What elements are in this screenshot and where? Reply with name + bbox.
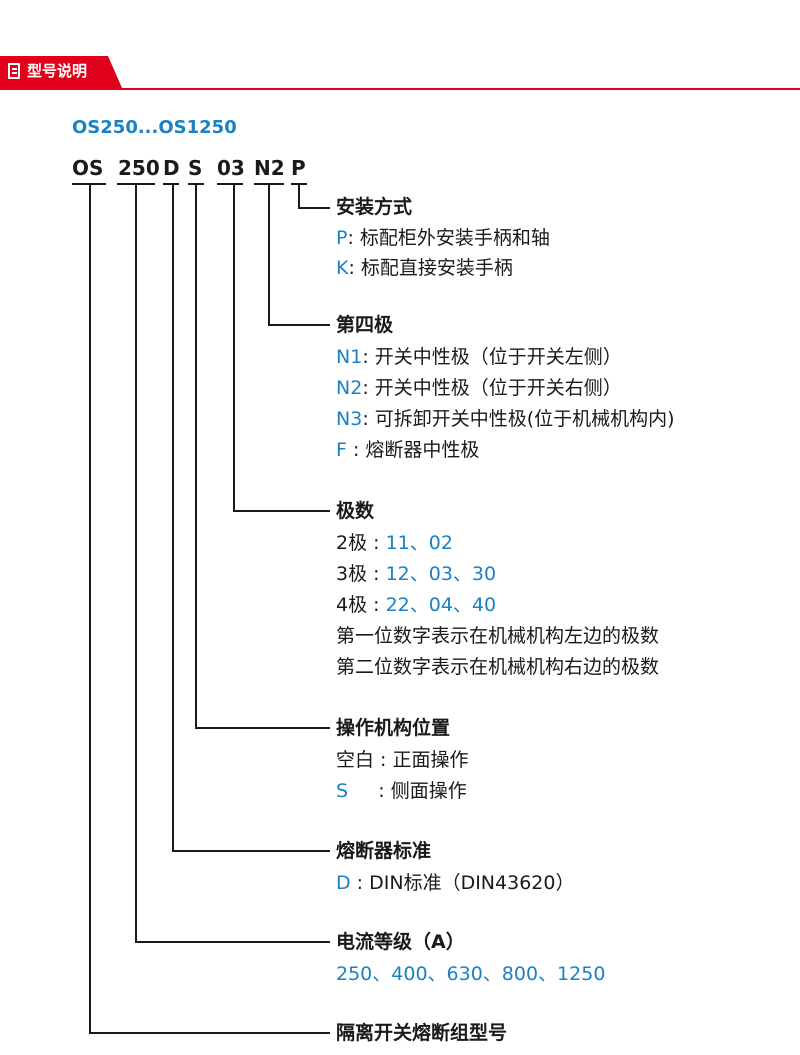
mounting-item: K: 标配直接安装手柄 xyxy=(336,255,513,281)
item-code: D xyxy=(336,872,351,894)
series-title: OS250...OS1250 xyxy=(72,117,237,138)
code-part-fourth-pole: N2 xyxy=(254,156,285,180)
connector-group xyxy=(89,185,91,1034)
current-values: 250、400、630、800、1250 xyxy=(336,963,606,985)
section-header-tab: 型号说明 xyxy=(0,56,122,88)
code-underline xyxy=(117,183,155,185)
connector-current xyxy=(135,941,330,943)
poles-item: 3极 : 12、03、30 xyxy=(336,561,496,587)
item-code: P xyxy=(336,227,348,249)
item-code: 空白 xyxy=(336,749,375,771)
connector-fourth-pole xyxy=(268,324,330,326)
item-text: : 标配柜外安装手柄和轴 xyxy=(347,227,550,249)
code-underline xyxy=(72,183,106,185)
code-underline xyxy=(188,183,204,185)
item-code: N3 xyxy=(336,408,363,430)
fourth-pole-item: N2: 开关中性极（位于开关右侧） xyxy=(336,375,622,401)
item-text: : 熔断器中性极 xyxy=(346,439,480,461)
code-underline xyxy=(254,183,284,185)
fourth-pole-item: N3: 可拆卸开关中性极(位于机械机构内) xyxy=(336,406,675,432)
code-part-poles: 03 xyxy=(217,156,245,180)
item-label: 4极 : xyxy=(336,594,386,616)
fourth-pole-title: 第四极 xyxy=(336,314,394,336)
item-text: : 开关中性极（位于开关左侧） xyxy=(362,346,622,368)
item-values: 11、02 xyxy=(385,532,453,554)
operating-item: S : 侧面操作 xyxy=(336,778,467,804)
connector-poles xyxy=(233,510,330,512)
connector-mounting xyxy=(298,185,300,209)
item-code: S xyxy=(336,780,349,802)
code-underline xyxy=(291,183,307,185)
item-text: : 正面操作 xyxy=(374,749,469,771)
section-header-bar: 型号说明 xyxy=(0,56,800,90)
item-code: N2 xyxy=(336,377,363,399)
poles-note: 第一位数字表示在机械机构左边的极数 xyxy=(336,625,660,647)
item-text: : 开关中性极（位于开关右侧） xyxy=(362,377,622,399)
connector-operating xyxy=(195,727,330,729)
item-text: : DIN标准（DIN43620） xyxy=(350,872,575,894)
operating-item: 空白 : 正面操作 xyxy=(336,747,469,773)
code-part-operating: S xyxy=(188,156,203,180)
item-label: 2极 : xyxy=(336,532,386,554)
fourth-pole-item: F : 熔断器中性极 xyxy=(336,437,479,463)
document-icon xyxy=(8,63,20,79)
item-values: 12、03、30 xyxy=(385,563,497,585)
connector-fuse-standard xyxy=(172,850,330,852)
operating-title: 操作机构位置 xyxy=(336,717,451,739)
item-values: 22、04、40 xyxy=(385,594,497,616)
fuse-standard-title: 熔断器标准 xyxy=(336,840,432,862)
connector-current xyxy=(135,185,137,943)
poles-item: 2极 : 11、02 xyxy=(336,530,453,556)
section-header-title: 型号说明 xyxy=(27,62,88,80)
connector-poles xyxy=(233,185,235,512)
connector-group xyxy=(89,1032,330,1034)
item-text: : 可拆卸开关中性极(位于机械机构内) xyxy=(362,408,675,430)
item-code: K xyxy=(336,257,349,279)
code-underline xyxy=(163,183,179,185)
poles-title: 极数 xyxy=(336,500,375,522)
mounting-item: P: 标配柜外安装手柄和轴 xyxy=(336,225,550,251)
code-part-os: OS xyxy=(72,156,104,180)
poles-item: 4极 : 22、04、40 xyxy=(336,592,496,618)
code-underline xyxy=(217,183,243,185)
fourth-pole-item: N1: 开关中性极（位于开关左侧） xyxy=(336,344,622,370)
item-text: : 标配直接安装手柄 xyxy=(348,257,513,279)
connector-fuse-standard xyxy=(172,185,174,852)
item-label: 3极 : xyxy=(336,563,386,585)
code-part-current: 250 xyxy=(118,156,160,180)
item-code: N1 xyxy=(336,346,363,368)
connector-mounting xyxy=(298,207,330,209)
connector-fourth-pole xyxy=(268,185,270,326)
code-part-mounting: P xyxy=(291,156,306,180)
mounting-title: 安装方式 xyxy=(336,196,413,218)
item-code: F xyxy=(336,439,347,461)
poles-note: 第二位数字表示在机械机构右边的极数 xyxy=(336,656,660,678)
group-title: 隔离开关熔断组型号 xyxy=(336,1022,508,1044)
item-text: : 侧面操作 xyxy=(348,780,467,802)
current-title: 电流等级（A） xyxy=(336,931,465,953)
code-part-fuse-standard: D xyxy=(163,156,180,180)
fuse-standard-item: D : DIN标准（DIN43620） xyxy=(336,870,574,896)
connector-operating xyxy=(195,185,197,729)
